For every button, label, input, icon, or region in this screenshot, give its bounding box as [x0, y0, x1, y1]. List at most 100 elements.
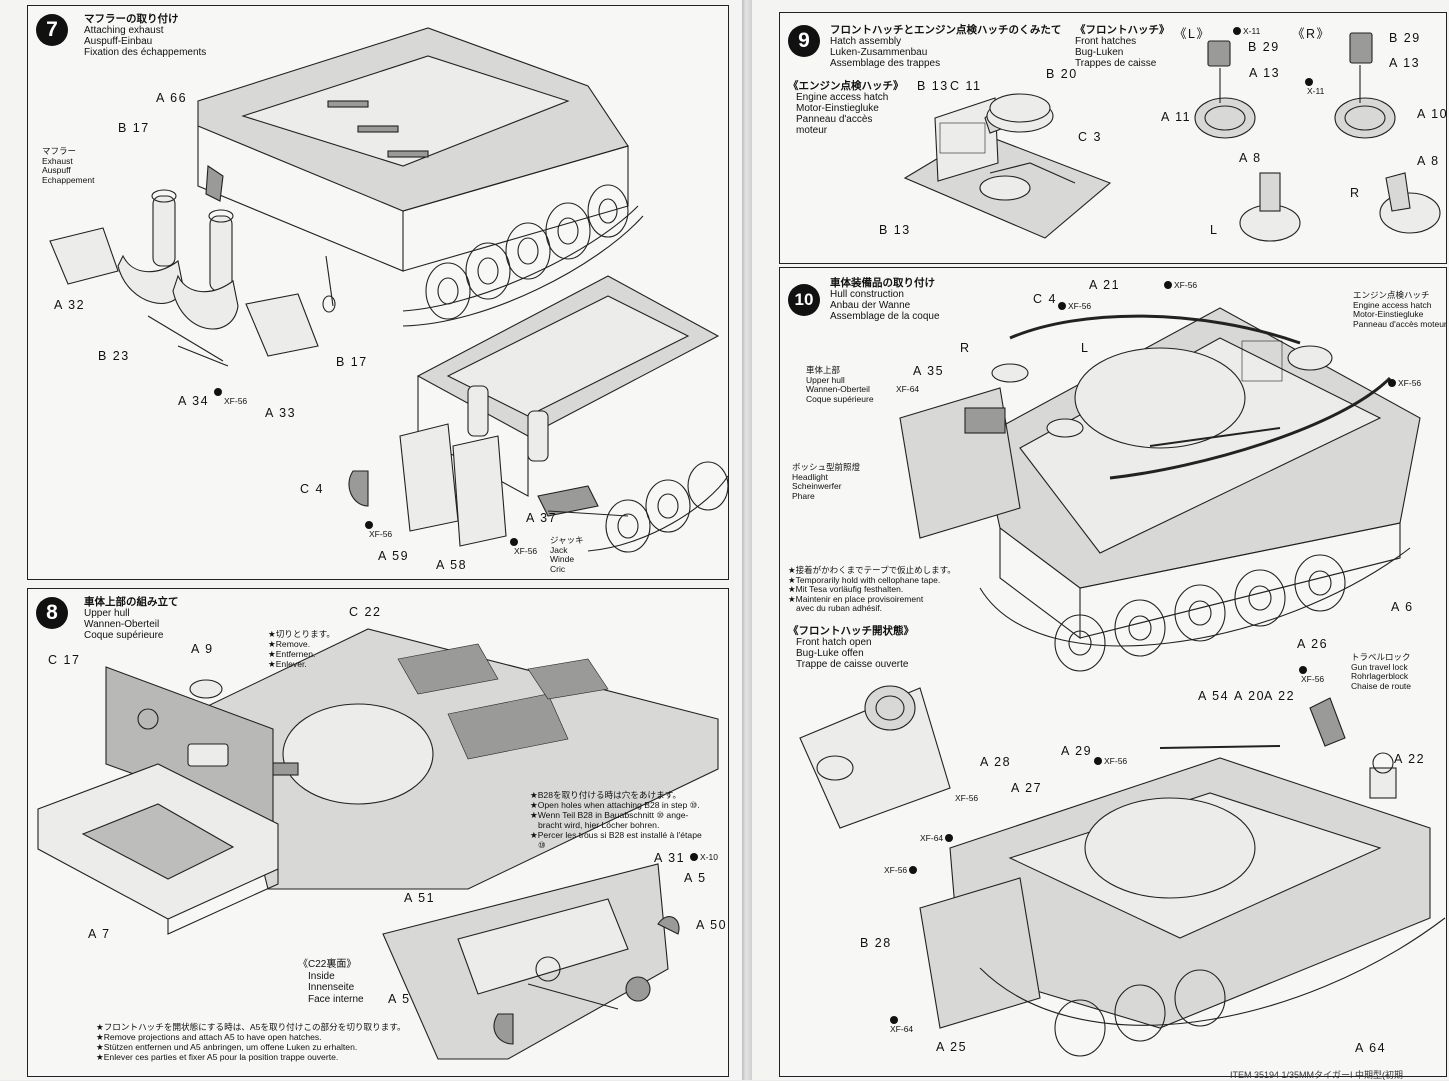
open-de: ★Stützen entfernen und A5 anbringen, um …: [96, 1042, 358, 1052]
step8-drawing: [37, 628, 719, 1060]
step8-number: 8: [36, 597, 68, 629]
holes-jp: ★B28を取り付ける時は穴をあけます。: [530, 790, 682, 800]
lock-en: Gun travel lock: [1351, 661, 1408, 672]
step10-panel: 10 車体装備品の取り付け Hull construction Anbau de…: [779, 267, 1447, 1077]
step9-panel: 9 フロントハッチとエンジン点検ハッチのくみたて Hatch assembly …: [779, 12, 1447, 264]
open-en: Front hatch open: [796, 637, 872, 648]
holes-fr1: ★Percer les trous si B28 est installé à …: [530, 830, 702, 840]
holes-de2: bracht wird, hier Löcher bohren.: [538, 820, 660, 830]
paint-code: XF-56: [514, 546, 538, 556]
remove-jp: ★切りとります。: [268, 629, 336, 639]
part-c17: C 17: [48, 653, 81, 667]
step9-title-fr: Assemblage des trappes: [830, 58, 941, 69]
front-en: Front hatches: [1075, 36, 1137, 47]
paint-dot-icon: [1299, 666, 1307, 674]
tape-fr2: avec du ruban adhésif.: [796, 603, 883, 613]
remove-en: ★Remove.: [268, 639, 311, 649]
step8-title: 車体上部の組み立て Upper hull Wannen-Oberteil Coq…: [84, 596, 179, 642]
engine-jp: 《エンジン点検ハッチ》: [788, 80, 904, 92]
front-de: Bug-Luken: [1075, 47, 1124, 58]
upper-jp: 車体上部: [806, 365, 841, 375]
paint-x11-l: X-11: [1233, 26, 1260, 36]
open-jp: 《フロントハッチ開状態》: [788, 625, 914, 637]
open-fr: Trappe de caisse ouverte: [796, 659, 909, 670]
paint-code: XF-56: [224, 396, 248, 406]
step8-title-fr: Coque supérieure: [84, 630, 164, 641]
part-a29: A 29: [1061, 744, 1093, 758]
step7-exhaust-label: マフラー Exhaust Auspuff Echappement: [42, 146, 94, 185]
upper-fr: Coque supérieure: [806, 393, 874, 404]
part-b29-r: B 29: [1389, 31, 1421, 45]
paint-code: XF-56: [1104, 756, 1128, 766]
hatch-l: L: [1081, 341, 1090, 355]
front-fr: Trappes de caisse: [1075, 58, 1157, 69]
step7-title-fr: Fixation des échappements: [84, 47, 207, 58]
paint-dot-icon: [1305, 78, 1313, 86]
part-a33: A 33: [265, 406, 297, 420]
paint-x11-r: X-11: [1305, 68, 1324, 96]
hatch-r: R: [960, 341, 971, 355]
travel-lock-label: トラベルロック Gun travel lock Rohrlagerblock C…: [1351, 652, 1412, 691]
page-gutter: [742, 0, 752, 1080]
holes-de1: ★Wenn Teil B28 in Bauabschnitt ⑩ ange-: [530, 810, 689, 820]
paint-xf64-mid: XF-64: [920, 833, 954, 843]
light-de: Scheinwerfer: [792, 481, 842, 491]
exhaust-jp: マフラー: [42, 146, 77, 156]
paint-dot-icon: [1388, 379, 1396, 387]
part-a27: A 27: [1011, 781, 1043, 795]
step10-title: 車体装備品の取り付け Hull construction Anbau der W…: [830, 278, 940, 323]
paint-code: XF-56: [955, 793, 979, 803]
paint-xf56-a29: XF-56: [1094, 756, 1127, 766]
upper-hull-label: 車体上部 Upper hull Wannen-Oberteil Coque su…: [806, 365, 874, 404]
engine-fr: Panneau d'accès moteur: [1353, 318, 1447, 329]
step8-title-en: Upper hull: [84, 608, 130, 619]
exhaust-en: Exhaust: [42, 155, 73, 166]
lock-fr: Chaise de route: [1351, 680, 1412, 691]
paint-dot-icon: [365, 521, 373, 529]
step7-drawing: [49, 27, 728, 553]
part-a28: A 28: [980, 755, 1012, 769]
paint-code: XF-56: [369, 529, 393, 539]
paint-code: XF-64: [920, 833, 944, 843]
open-fr: ★Enlever ces parties et fixer A5 pour la…: [96, 1052, 339, 1062]
paint-code: XF-56: [1068, 301, 1092, 311]
paint-code: X-11: [1307, 86, 1325, 96]
paint-xf56-a28: XF-56: [955, 793, 978, 803]
page-footer: ITEM 35194 1/35MMタイガーI 中期型(初期: [1230, 1070, 1404, 1080]
part-c11: C 11: [950, 79, 982, 93]
part-a20: A 20: [1234, 689, 1266, 703]
tape-jp: ★接着がかわくまでテープで仮止めします。: [788, 565, 956, 575]
open-de: Bug-Luke offen: [796, 648, 864, 659]
paint-xf56-a37: XF-56: [510, 528, 537, 556]
front-jp: 《フロントハッチ》: [1075, 24, 1170, 36]
inside-en: Inside: [308, 970, 335, 982]
paint-xf56-c4: XF-56: [365, 511, 392, 539]
tape-note: ★接着がかわくまでテープで仮止めします。 ★Temporarily hold w…: [788, 565, 956, 614]
part-a64: A 64: [1355, 1041, 1387, 1055]
part-b17-bottom: B 17: [336, 355, 368, 369]
paint-dot-icon: [1058, 302, 1066, 310]
part-a25: A 25: [936, 1040, 968, 1054]
step10-drawing: [799, 307, 1446, 1057]
paint-code: XF-64: [896, 384, 920, 394]
part-b17-top: B 17: [118, 121, 150, 135]
side-r-label: 《R》: [1292, 27, 1331, 41]
inside-jp: 《C22裏面》: [298, 959, 357, 970]
paint-x10: X-10: [690, 852, 718, 862]
remove-fr: ★Enlever.: [268, 659, 307, 669]
part-a50: A 50: [696, 918, 728, 932]
open-en: ★Remove projections and attach A5 to hav…: [96, 1032, 322, 1042]
step8-title-jp: 車体上部の組み立て: [84, 596, 179, 608]
lock-jp: トラベルロック: [1351, 652, 1411, 662]
step9-title-en: Hatch assembly: [830, 36, 902, 47]
part-c3: C 3: [1078, 130, 1102, 144]
step7-title-de: Auspuff-Einbau: [84, 36, 153, 47]
step9-number: 9: [788, 25, 820, 57]
paint-dot-icon: [510, 538, 518, 546]
tape-en: ★Temporarily hold with cellophane tape.: [788, 574, 941, 585]
paint-dot-icon: [1094, 757, 1102, 765]
part-a37: A 37: [526, 511, 558, 525]
part-b23: B 23: [98, 349, 130, 363]
part-b20: B 20: [1046, 67, 1078, 81]
part-a66: A 66: [156, 91, 188, 105]
